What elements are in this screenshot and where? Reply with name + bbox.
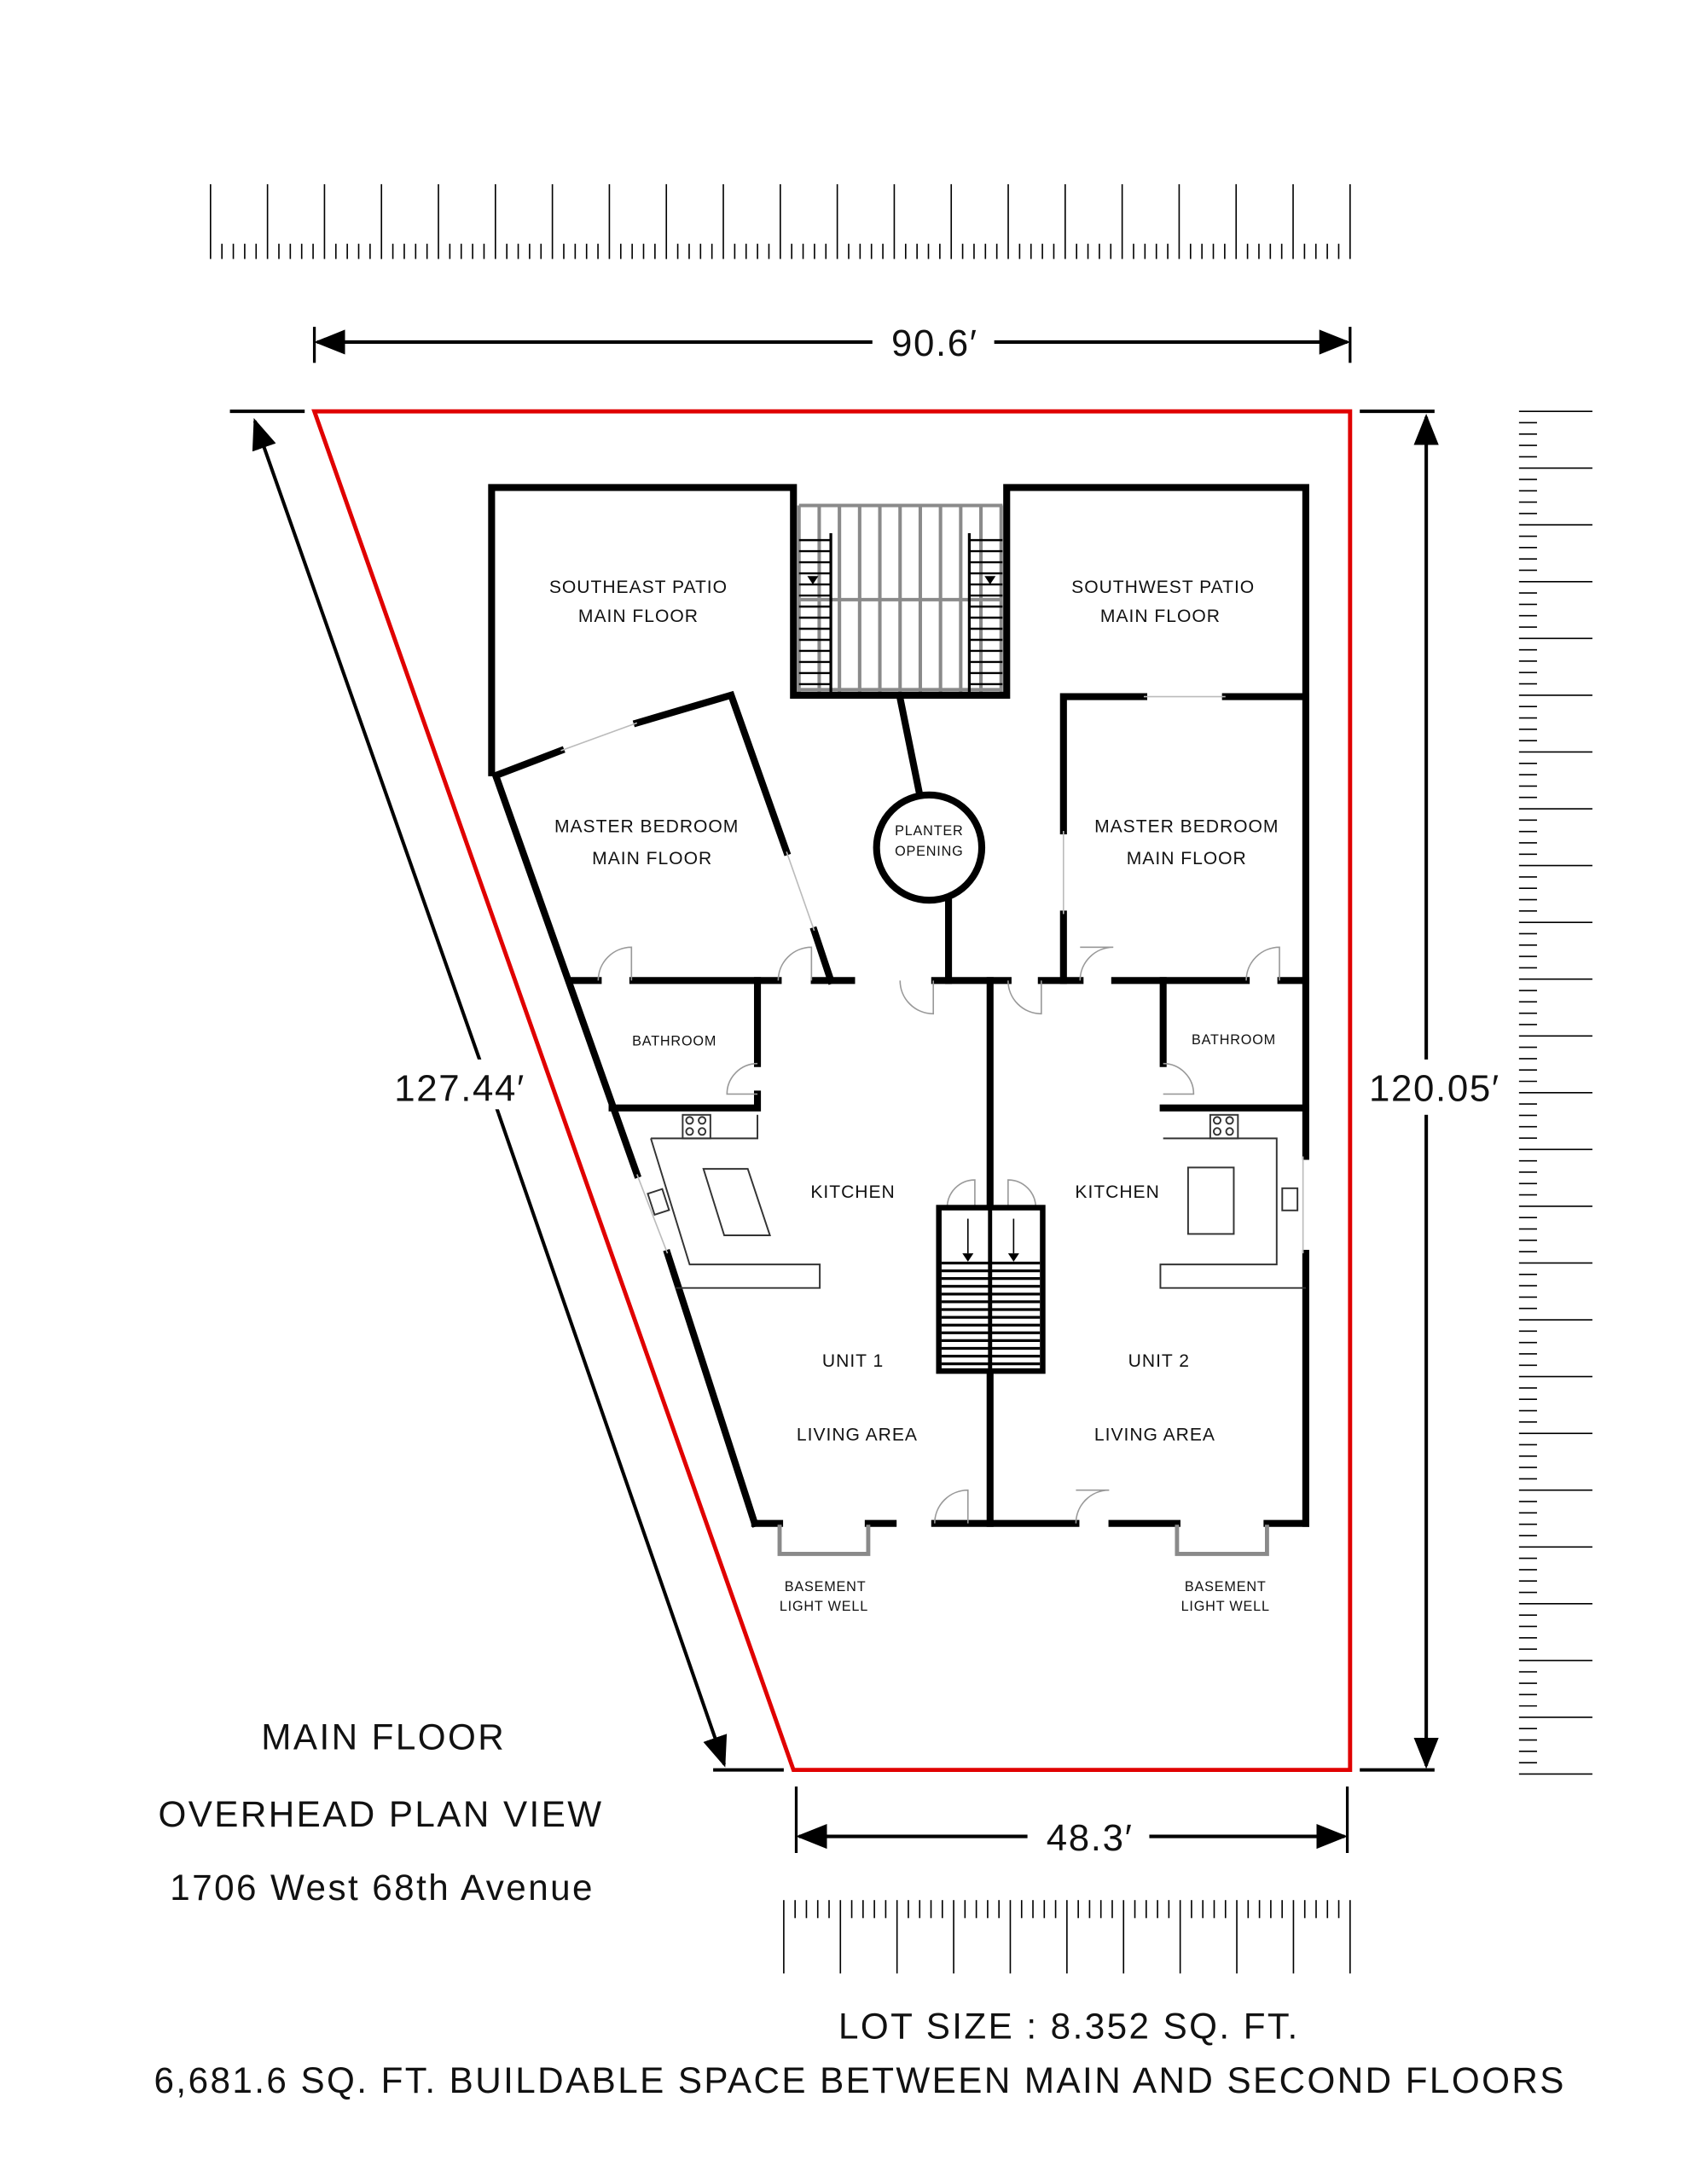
label-master-right-floor: MAIN FLOOR (1127, 849, 1247, 868)
dimension-left-diagonal: 127.44′ (229, 410, 784, 1772)
label-lightwell-right: BASEMENT (1185, 1579, 1267, 1594)
buildable-space-note: 6,681.6 SQ. FT. BUILDABLE SPACE BETWEEN … (154, 2060, 1566, 2100)
label-bathroom-right: BATHROOM (1192, 1032, 1276, 1048)
label-lightwell-left: BASEMENT (785, 1579, 867, 1594)
label-unit-2: UNIT 2 (1128, 1351, 1190, 1371)
dimension-top: 90.6′ (312, 322, 1352, 364)
title-block: MAIN FLOOR OVERHEAD PLAN VIEW 1706 West … (158, 1716, 603, 1908)
scale-ruler-top (210, 183, 1351, 259)
walls (488, 484, 1309, 1528)
dimension-right: 120.05′ (1360, 410, 1500, 1772)
dimension-bottom: 48.3′ (794, 1786, 1349, 1859)
scale-ruler-right (1518, 410, 1592, 1775)
label-sw-patio: SOUTHWEST PATIO (1071, 578, 1255, 597)
title-address: 1706 West 68th Avenue (170, 1867, 595, 1908)
label-master-right: MASTER BEDROOM (1094, 817, 1279, 837)
label-lightwell-right-2: LIGHT WELL (1181, 1599, 1270, 1614)
label-sw-patio-floor: MAIN FLOOR (1100, 607, 1221, 626)
label-planter: PLANTER (895, 823, 963, 839)
label-kitchen-right: KITCHEN (1075, 1182, 1159, 1202)
kitchen-left-counters (647, 1113, 821, 1289)
label-lightwell-left-2: LIGHT WELL (780, 1599, 868, 1614)
down-arrow-icon (984, 576, 996, 585)
lot-boundary (311, 409, 1353, 1773)
room-labels: SOUTHEAST PATIO MAIN FLOOR SOUTHWEST PAT… (549, 578, 1279, 1614)
doors (597, 946, 1280, 1524)
dimension-bottom-label: 48.3′ (1047, 1817, 1134, 1859)
label-se-patio-floor: MAIN FLOOR (578, 607, 699, 626)
down-arrow-icon (1007, 1253, 1019, 1262)
dimension-left-label: 127.44′ (394, 1068, 525, 1110)
label-bathroom-left: BATHROOM (632, 1034, 716, 1049)
lot-size-note: LOT SIZE : 8.352 SQ. FT. (838, 2007, 1300, 2047)
label-se-patio: SOUTHEAST PATIO (549, 578, 728, 597)
notes: LOT SIZE : 8.352 SQ. FT. 6,681.6 SQ. FT.… (154, 2007, 1566, 2100)
planter-opening (873, 791, 986, 904)
scale-ruler-bottom (783, 1900, 1351, 1974)
label-master-left: MASTER BEDROOM (554, 817, 739, 837)
label-unit-1: UNIT 1 (822, 1351, 884, 1371)
label-master-left-floor: MAIN FLOOR (592, 849, 712, 868)
label-kitchen-left: KITCHEN (810, 1182, 895, 1202)
lightwell-left (777, 1525, 871, 1556)
dimension-right-label: 120.05′ (1369, 1068, 1500, 1110)
title-plan-view: OVERHEAD PLAN VIEW (158, 1794, 603, 1834)
kitchen-right-counters (1159, 1113, 1306, 1289)
title-main-floor: MAIN FLOOR (261, 1716, 506, 1757)
dimension-top-label: 90.6′ (891, 322, 978, 364)
label-living-right: LIVING AREA (1094, 1425, 1215, 1444)
lightwell-right (1175, 1525, 1269, 1556)
central-stair (936, 1205, 1046, 1374)
patio-stair-grating (797, 503, 1003, 695)
label-planter-opening: OPENING (895, 844, 963, 859)
down-arrow-icon (807, 576, 819, 585)
label-living-left: LIVING AREA (797, 1425, 918, 1444)
down-arrow-icon (962, 1253, 974, 1262)
